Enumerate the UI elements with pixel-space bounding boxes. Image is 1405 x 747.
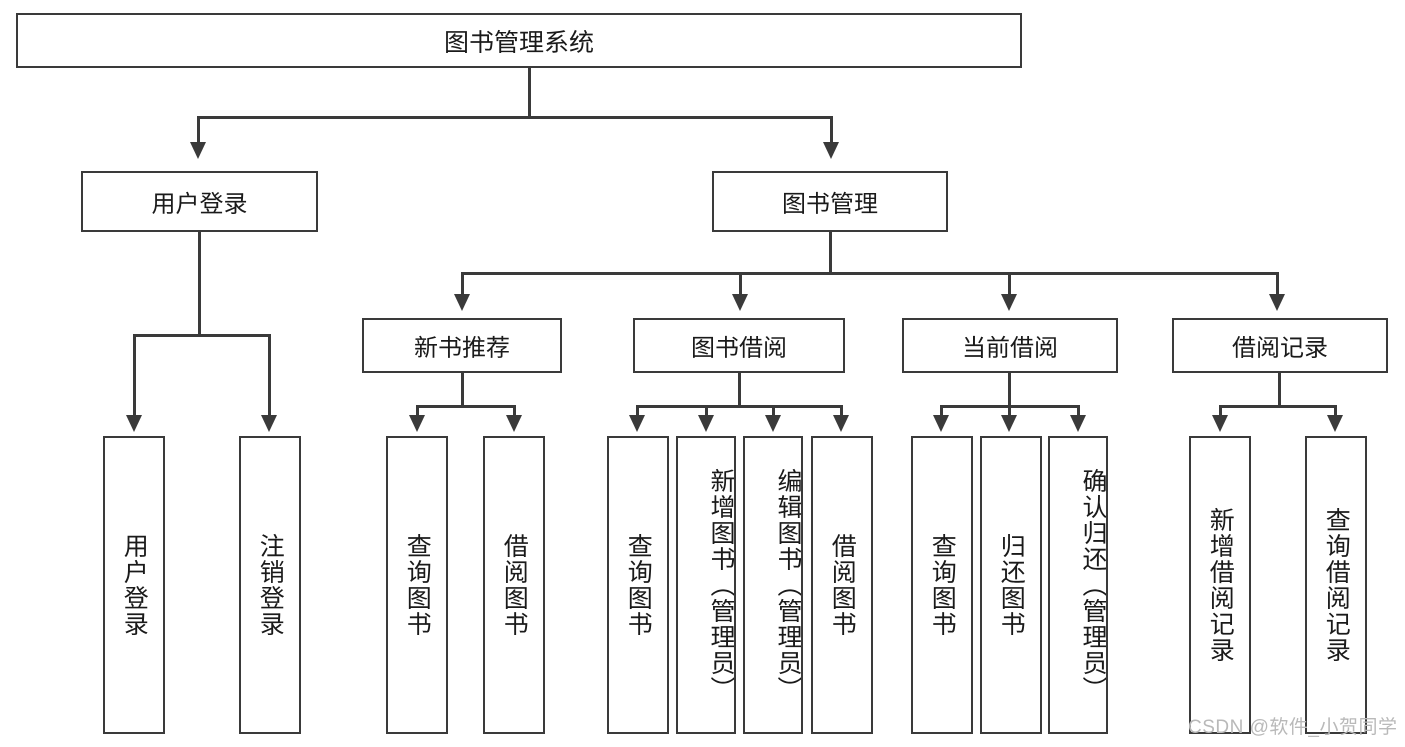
node-label: 图书借阅 bbox=[691, 335, 787, 362]
arrowhead-current-leaf3 bbox=[1070, 415, 1086, 432]
connector-recommend-leaf1 bbox=[416, 405, 419, 417]
node-borrow-record[interactable]: 借阅记录 bbox=[1172, 318, 1388, 373]
node-root-library-system[interactable]: 图书管理系统 bbox=[16, 13, 1022, 68]
connector-user-login-bar bbox=[133, 334, 271, 337]
node-label: 归还图书 bbox=[997, 533, 1026, 637]
leaf-return-book[interactable]: 归还图书 bbox=[980, 436, 1042, 734]
connector-current-leaf3 bbox=[1077, 405, 1080, 417]
connector-record-trunk bbox=[1278, 373, 1281, 407]
node-label: 新增借阅记录 bbox=[1206, 507, 1235, 663]
connector-root-to-user-login bbox=[197, 116, 200, 143]
arrowhead-recommend-leaf2 bbox=[506, 415, 522, 432]
connector-root-trunk bbox=[528, 68, 531, 118]
arrowhead-user-login-leaf2 bbox=[261, 415, 277, 432]
node-label: 查询图书 bbox=[624, 533, 653, 637]
connector-book-manage-to-recommend bbox=[461, 272, 464, 295]
connector-borrow-leaf2 bbox=[705, 405, 708, 417]
connector-recommend-bar bbox=[416, 405, 516, 408]
node-label: 用户登录 bbox=[120, 533, 149, 637]
leaf-edit-book-admin[interactable]: 编辑图书（管理员） bbox=[743, 436, 803, 734]
arrowhead-user-login-leaf1 bbox=[126, 415, 142, 432]
leaf-logout[interactable]: 注销登录 bbox=[239, 436, 301, 734]
leaf-borrow-book-recommend[interactable]: 借阅图书 bbox=[483, 436, 545, 734]
arrowhead-record-leaf2 bbox=[1327, 415, 1343, 432]
connector-user-login-leaf1 bbox=[133, 334, 136, 416]
connector-root-to-book-manage bbox=[830, 116, 833, 143]
arrowhead-root-to-book-manage bbox=[823, 142, 839, 159]
node-label: 借阅记录 bbox=[1232, 335, 1328, 362]
node-label: 新书推荐 bbox=[414, 335, 510, 362]
arrowhead-recommend-leaf1 bbox=[409, 415, 425, 432]
arrowhead-root-to-user-login bbox=[190, 142, 206, 159]
arrowhead-current-leaf1 bbox=[933, 415, 949, 432]
leaf-add-borrow-record[interactable]: 新增借阅记录 bbox=[1189, 436, 1251, 734]
node-label: 借阅图书 bbox=[828, 533, 857, 637]
arrowhead-book-manage-to-borrow bbox=[732, 294, 748, 311]
arrowhead-record-leaf1 bbox=[1212, 415, 1228, 432]
arrowhead-book-manage-to-current bbox=[1001, 294, 1017, 311]
connector-borrow-leaf4 bbox=[840, 405, 843, 417]
connector-user-login-trunk bbox=[198, 232, 201, 336]
connector-book-manage-to-current bbox=[1008, 272, 1011, 295]
arrowhead-borrow-leaf2 bbox=[698, 415, 714, 432]
arrowhead-book-manage-to-record bbox=[1269, 294, 1285, 311]
leaf-add-book-admin[interactable]: 新增图书（管理员） bbox=[676, 436, 736, 734]
connector-current-leaf2 bbox=[1008, 405, 1011, 417]
leaf-confirm-return-admin[interactable]: 确认归还（管理员） bbox=[1048, 436, 1108, 734]
node-current-borrow[interactable]: 当前借阅 bbox=[902, 318, 1118, 373]
arrowhead-borrow-leaf1 bbox=[629, 415, 645, 432]
connector-current-trunk bbox=[1008, 373, 1011, 407]
connector-borrow-leaf3 bbox=[772, 405, 775, 417]
node-user-login[interactable]: 用户登录 bbox=[81, 171, 318, 232]
connector-book-manage-bar bbox=[461, 272, 1279, 275]
connector-borrow-bar bbox=[636, 405, 843, 408]
connector-user-login-leaf2 bbox=[268, 334, 271, 416]
node-label: 用户登录 bbox=[151, 191, 248, 218]
leaf-query-borrow-record[interactable]: 查询借阅记录 bbox=[1305, 436, 1367, 734]
leaf-query-book-current[interactable]: 查询图书 bbox=[911, 436, 973, 734]
connector-book-manage-trunk bbox=[829, 232, 832, 274]
leaf-query-book-borrow[interactable]: 查询图书 bbox=[607, 436, 669, 734]
node-new-book-recommend[interactable]: 新书推荐 bbox=[362, 318, 562, 373]
leaf-query-book-recommend[interactable]: 查询图书 bbox=[386, 436, 448, 734]
connector-record-bar bbox=[1219, 405, 1337, 408]
connector-record-leaf1 bbox=[1219, 405, 1222, 417]
connector-current-leaf1 bbox=[940, 405, 943, 417]
connector-recommend-trunk bbox=[461, 373, 464, 407]
node-book-management[interactable]: 图书管理 bbox=[712, 171, 948, 232]
node-label: 编辑图书（管理员） bbox=[774, 468, 802, 702]
node-label: 查询借阅记录 bbox=[1322, 507, 1351, 663]
connector-root-bar bbox=[197, 116, 833, 119]
node-label: 确认归还（管理员） bbox=[1079, 468, 1107, 702]
connector-book-manage-to-record bbox=[1276, 272, 1279, 295]
node-label: 注销登录 bbox=[256, 533, 285, 637]
arrowhead-book-manage-to-recommend bbox=[454, 294, 470, 311]
node-book-borrow[interactable]: 图书借阅 bbox=[633, 318, 845, 373]
arrowhead-current-leaf2 bbox=[1001, 415, 1017, 432]
node-label: 借阅图书 bbox=[500, 533, 529, 637]
node-label: 图书管理系统 bbox=[443, 28, 594, 57]
arrowhead-borrow-leaf3 bbox=[765, 415, 781, 432]
leaf-borrow-book[interactable]: 借阅图书 bbox=[811, 436, 873, 734]
node-label: 新增图书（管理员） bbox=[707, 468, 735, 702]
connector-book-manage-to-borrow bbox=[739, 272, 742, 295]
connector-borrow-leaf1 bbox=[636, 405, 639, 417]
csdn-watermark: CSDN @软件_小贺同学 bbox=[1188, 717, 1398, 738]
connector-recommend-leaf2 bbox=[513, 405, 516, 417]
node-label: 查询图书 bbox=[928, 533, 957, 637]
node-label: 查询图书 bbox=[403, 533, 432, 637]
arrowhead-borrow-leaf4 bbox=[833, 415, 849, 432]
node-label: 图书管理 bbox=[782, 191, 878, 218]
connector-record-leaf2 bbox=[1334, 405, 1337, 417]
connector-borrow-trunk bbox=[738, 373, 741, 407]
leaf-user-login[interactable]: 用户登录 bbox=[103, 436, 165, 734]
node-label: 当前借阅 bbox=[962, 335, 1058, 362]
